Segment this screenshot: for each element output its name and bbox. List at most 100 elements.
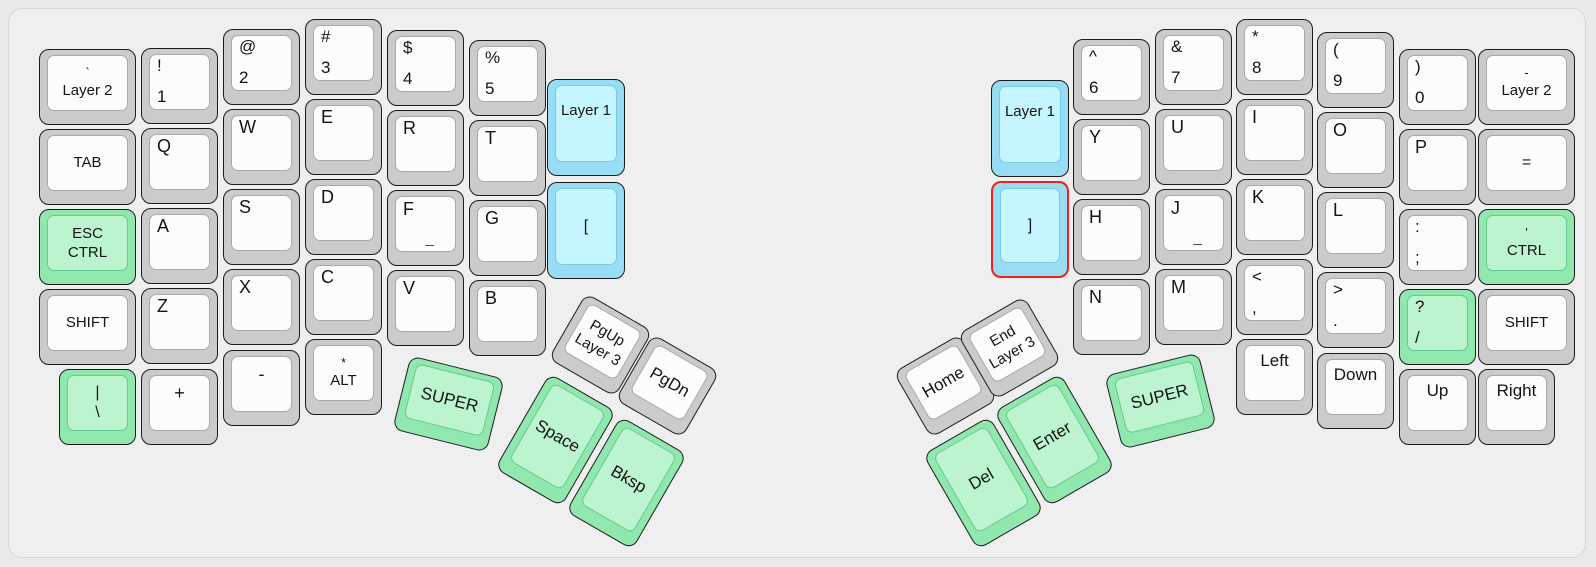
key-alt-label: * (340, 355, 347, 371)
key-t[interactable]: T (469, 120, 546, 196)
key-2-label: @ (239, 37, 257, 56)
key-a[interactable]: A (141, 208, 218, 284)
key-plus[interactable]: + (141, 369, 218, 445)
key-tab[interactable]: TAB (39, 129, 136, 205)
key-9[interactable]: (9 (1317, 32, 1394, 108)
key-minus-layer2[interactable]: -Layer 2 (1478, 49, 1575, 125)
key-arrow-up[interactable]: Up (1399, 369, 1476, 445)
key-7-label-2: 7 (1171, 68, 1181, 88)
key-4[interactable]: $4 (387, 30, 464, 106)
key-b[interactable]: B (469, 280, 546, 356)
key-arrow-up-cap: Up (1407, 375, 1468, 431)
key-super-left-label: SUPER (418, 383, 481, 416)
key-lbracket-cap: [ (555, 188, 617, 265)
key-alt[interactable]: *ALT (305, 339, 382, 415)
key-c[interactable]: C (305, 259, 382, 335)
key-r[interactable]: R (387, 110, 464, 186)
key-h[interactable]: H (1073, 199, 1150, 275)
key-3[interactable]: #3 (305, 19, 382, 95)
key-esc-ctrl-label-2: CTRL (67, 244, 108, 261)
key-period[interactable]: >. (1317, 272, 1394, 348)
key-3-label-2: 3 (321, 58, 331, 78)
key-w[interactable]: W (223, 109, 300, 185)
key-equals[interactable]: = (1478, 129, 1575, 205)
key-n-cap: N (1081, 285, 1142, 341)
key-layer2-left[interactable]: `Layer 2 (39, 49, 136, 125)
key-lbracket[interactable]: [ (547, 182, 625, 279)
key-5[interactable]: %5 (469, 40, 546, 116)
key-bksp-label: Bksp (607, 461, 650, 497)
key-semicolon[interactable]: :; (1399, 209, 1476, 285)
key-comma[interactable]: <, (1236, 259, 1313, 335)
key-minus-layer2-label: - (1524, 65, 1529, 81)
key-f[interactable]: F_ (387, 190, 464, 266)
key-t-cap: T (477, 126, 538, 182)
key-x[interactable]: X (223, 269, 300, 345)
key-v[interactable]: V (387, 270, 464, 346)
key-o[interactable]: O (1317, 112, 1394, 188)
key-8[interactable]: *8 (1236, 19, 1313, 95)
key-enter-label: Enter (1029, 417, 1075, 455)
key-9-cap: (9 (1325, 38, 1386, 94)
key-0-label-2: 0 (1415, 88, 1425, 108)
key-0[interactable]: )0 (1399, 49, 1476, 125)
key-s-label: S (239, 197, 252, 217)
key-f-label: F (403, 199, 414, 219)
key-minus-layer2-label-2: Layer 2 (1501, 82, 1552, 100)
key-slash[interactable]: ?/ (1399, 289, 1476, 365)
key-layer1-left-cap: Layer 1 (555, 85, 617, 162)
key-arrow-down-cap: Down (1325, 359, 1386, 415)
key-3-cap: #3 (313, 25, 374, 81)
key-s[interactable]: S (223, 189, 300, 265)
key-pipe-backslash-cap: |\ (67, 375, 128, 431)
key-arrow-left[interactable]: Left (1236, 339, 1313, 415)
key-l-label: L (1333, 200, 1344, 220)
key-slash-label: ? (1415, 297, 1425, 316)
key-n[interactable]: N (1073, 279, 1150, 355)
key-g[interactable]: G (469, 200, 546, 276)
key-y[interactable]: Y (1073, 119, 1150, 195)
key-layer1-left[interactable]: Layer 1 (547, 79, 625, 176)
key-2[interactable]: @2 (223, 29, 300, 105)
key-minus[interactable]: - (223, 350, 300, 426)
key-i[interactable]: I (1236, 99, 1313, 175)
key-b-label: B (485, 288, 498, 308)
key-pgdn-label: PgDn (646, 363, 693, 401)
key-shift-right[interactable]: SHIFT (1478, 289, 1575, 365)
key-p[interactable]: P (1399, 129, 1476, 205)
key-quote-ctrl[interactable]: 'CTRL (1478, 209, 1575, 285)
key-n-label: N (1089, 287, 1102, 307)
key-z[interactable]: Z (141, 288, 218, 364)
key-tab-cap: TAB (47, 135, 128, 191)
key-esc-ctrl[interactable]: ESC CTRL (39, 209, 136, 285)
key-1[interactable]: !1 (141, 48, 218, 124)
key-q[interactable]: Q (141, 128, 218, 204)
key-plus-cap: + (149, 375, 210, 431)
key-6[interactable]: ^6 (1073, 39, 1150, 115)
key-p-label: P (1415, 137, 1428, 157)
key-super-left-cap: SUPER (403, 363, 496, 438)
key-arrow-right[interactable]: Right (1478, 369, 1555, 445)
key-arrow-down[interactable]: Down (1317, 353, 1394, 429)
key-d[interactable]: D (305, 179, 382, 255)
key-l[interactable]: L (1317, 192, 1394, 268)
key-d-cap: D (313, 185, 374, 241)
key-slash-label-2: / (1415, 328, 1420, 348)
key-5-cap: %5 (477, 46, 538, 102)
key-k[interactable]: K (1236, 179, 1313, 255)
key-esc-ctrl-label: ESC (72, 224, 103, 242)
key-7[interactable]: &7 (1155, 29, 1232, 105)
key-layer1-right[interactable]: Layer 1 (991, 80, 1069, 177)
key-u[interactable]: U (1155, 109, 1232, 185)
key-plus-label: + (174, 383, 185, 403)
key-semicolon-label: : (1415, 217, 1420, 236)
key-arrow-left-label: Left (1260, 351, 1289, 370)
key-m[interactable]: M (1155, 269, 1232, 345)
key-v-label: V (403, 278, 416, 298)
key-rbracket[interactable]: ] (991, 181, 1069, 278)
key-equals-cap: = (1486, 135, 1567, 191)
key-pipe-backslash[interactable]: |\ (59, 369, 136, 445)
key-j[interactable]: J_ (1155, 189, 1232, 265)
key-shift-left[interactable]: SHIFT (39, 289, 136, 365)
key-e[interactable]: E (305, 99, 382, 175)
